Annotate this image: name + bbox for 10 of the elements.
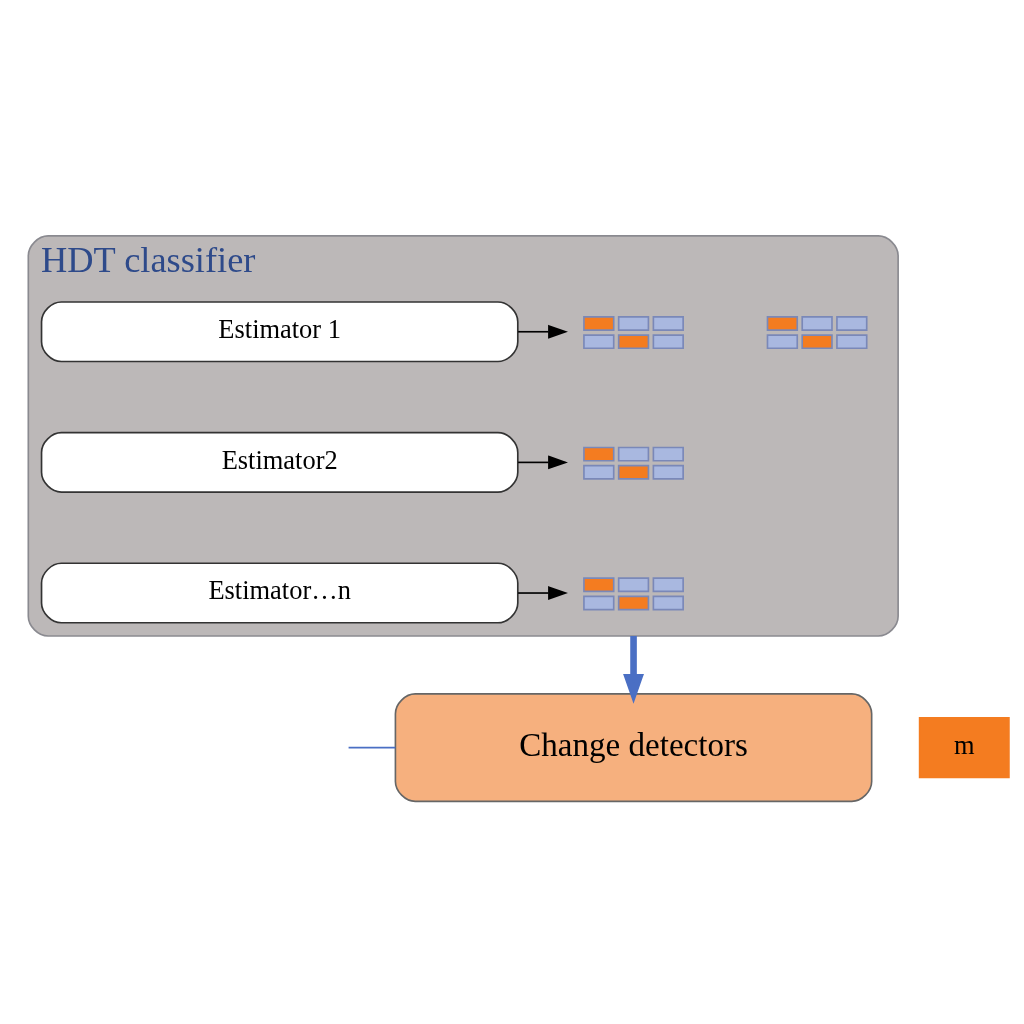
node-box: Estimator 1 — [40, 301, 519, 363]
arrow — [517, 455, 568, 470]
node-box: Estimator2 — [40, 431, 519, 493]
node-box: Change detectors — [394, 693, 873, 803]
node-box: m — [918, 717, 1010, 779]
node-box: Estimator…n — [40, 562, 519, 624]
connector — [347, 746, 397, 749]
arrow — [517, 586, 568, 600]
arrow — [517, 324, 568, 339]
arrow — [623, 636, 644, 704]
